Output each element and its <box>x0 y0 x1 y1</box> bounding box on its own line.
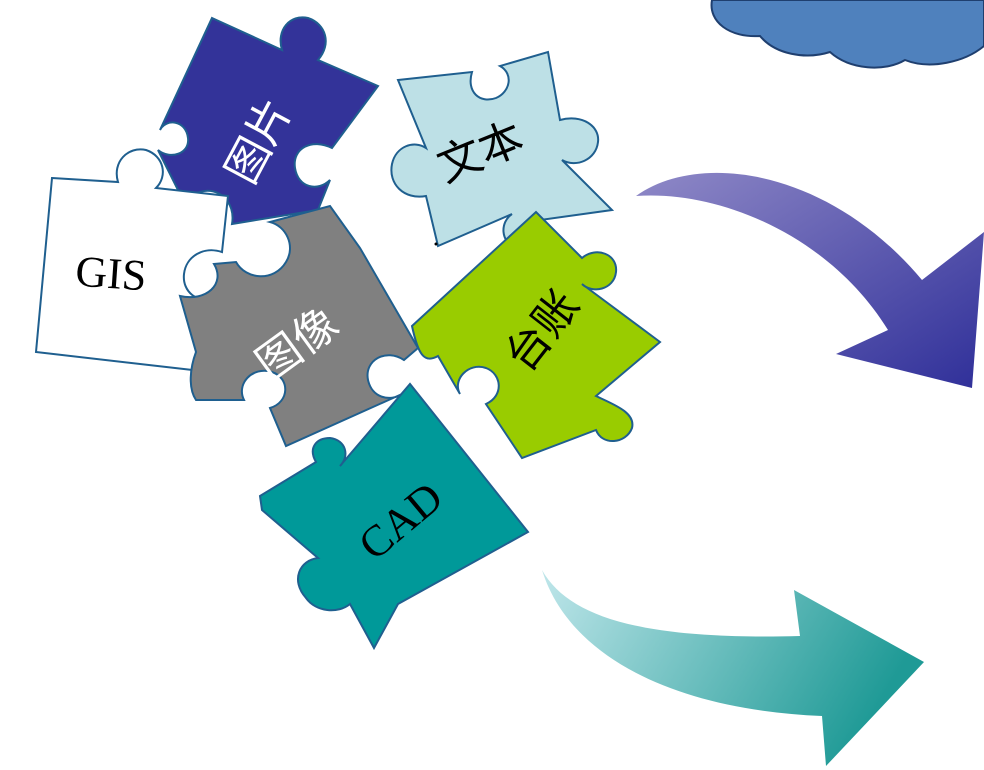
arrow-bottom <box>542 570 924 766</box>
puzzle-piece-image: 图像 <box>178 204 420 448</box>
puzzle-piece-text: 文本 <box>390 50 615 251</box>
puzzle-piece-cad: CAD <box>258 382 530 651</box>
puzzle-piece-ledger: 台账 <box>410 210 662 460</box>
cloud-shape <box>710 0 984 69</box>
piece-label-gis: GIS <box>74 247 148 301</box>
stray-dot <box>434 242 438 246</box>
puzzle-piece-picture: 图片 <box>157 16 380 228</box>
puzzle-piece-gis: GIS <box>34 148 230 374</box>
arrow-top <box>636 172 984 388</box>
